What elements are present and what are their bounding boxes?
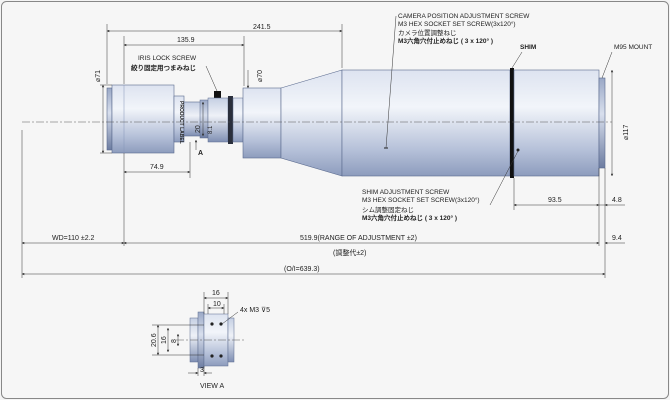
note-shim: SHIM <box>520 44 536 51</box>
m95-mount <box>598 77 606 169</box>
view-a-d10: 10 <box>213 301 221 308</box>
note-shim-adj-4: M3六角穴付止めねじ ( 3 x 120° ) <box>362 213 457 222</box>
dim-oi: (O/I=639.3) <box>284 266 320 273</box>
dim-74-9: 74.9 <box>150 164 164 171</box>
iris-lock-screw <box>214 91 221 101</box>
note-camera-pos-4: M3六角穴付止めねじ ( 3 x 120° ) <box>398 36 493 45</box>
note-camera-pos-2: M3 HEX SOCKET SET SCREW(3x120°) <box>398 20 516 28</box>
view-a-d8: 8 <box>171 339 178 343</box>
taper-section <box>280 69 343 177</box>
dim-range: 519.9(RANGE OF ADJUSTMENT ±2) <box>300 235 417 242</box>
dim-wd: WD=110 ±2.2 <box>52 235 95 242</box>
dim-dia-71: ⌀71 <box>95 70 102 82</box>
note-shim-adj-2: M3 HEX SOCKET SET SCREW(3x120°) <box>362 196 480 204</box>
adjust-section <box>242 87 282 159</box>
view-a-d16: 16 <box>212 290 220 297</box>
note-shim-adj-3: シム調整固定ねじ <box>362 205 414 214</box>
shim <box>510 68 514 178</box>
front-barrel <box>111 84 175 154</box>
view-a-marker: A <box>198 150 203 157</box>
dim-dia-117: ⌀117 <box>623 125 630 140</box>
note-shim-adj-1: SHIM ADJUSTMENT SCREW <box>362 189 450 196</box>
view-a-d3: 3 <box>200 367 204 374</box>
view-a: 16 10 20.6 16 8 3 4x M3 ⊽5 VIEW A <box>151 290 270 390</box>
collar <box>207 97 229 143</box>
dim-dia-70: ⌀70 <box>257 70 264 82</box>
note-iris-2: 絞り固定用つまみねじ <box>131 63 196 72</box>
view-a-d20-6: 20.6 <box>151 333 158 347</box>
rear-barrel <box>513 69 600 177</box>
dimension-lines: 241.5 135.9 ⌀71 ⌀70 20 8.1 A 74.9 ⌀117 <box>21 24 630 278</box>
dim-135-9: 135.9 <box>177 37 195 44</box>
view-a-screw-spec: 4x M3 ⊽5 <box>240 306 270 314</box>
dim-8-1: 8.1 <box>208 125 214 134</box>
annotations: CAMERA POSITION ADJUSTMENT SCREW M3 HEX … <box>131 13 652 222</box>
dim-4-8: 4.8 <box>612 197 622 204</box>
product-label: PRODUCT LABEL <box>178 101 184 144</box>
dim-range-jp: (調整代±2) <box>333 248 366 257</box>
main-barrel <box>341 69 511 177</box>
note-iris-1: IRIS LOCK SCREW <box>138 55 197 62</box>
view-a-title: VIEW A <box>200 383 224 390</box>
view-a-d16v: 16 <box>161 336 168 344</box>
front-cap <box>106 87 113 151</box>
dim-93-5: 93.5 <box>548 197 562 204</box>
dim-9-4: 9.4 <box>612 235 622 242</box>
note-camera-pos-1: CAMERA POSITION ADJUSTMENT SCREW <box>398 13 530 20</box>
dim-241-5: 241.5 <box>253 24 271 31</box>
note-mount: M95 MOUNT <box>614 44 652 51</box>
note-camera-pos-3: カメラ位置調整ねじ <box>398 28 457 37</box>
dim-20: 20 <box>195 125 202 133</box>
lens-body: PRODUCT LABEL <box>106 68 606 178</box>
